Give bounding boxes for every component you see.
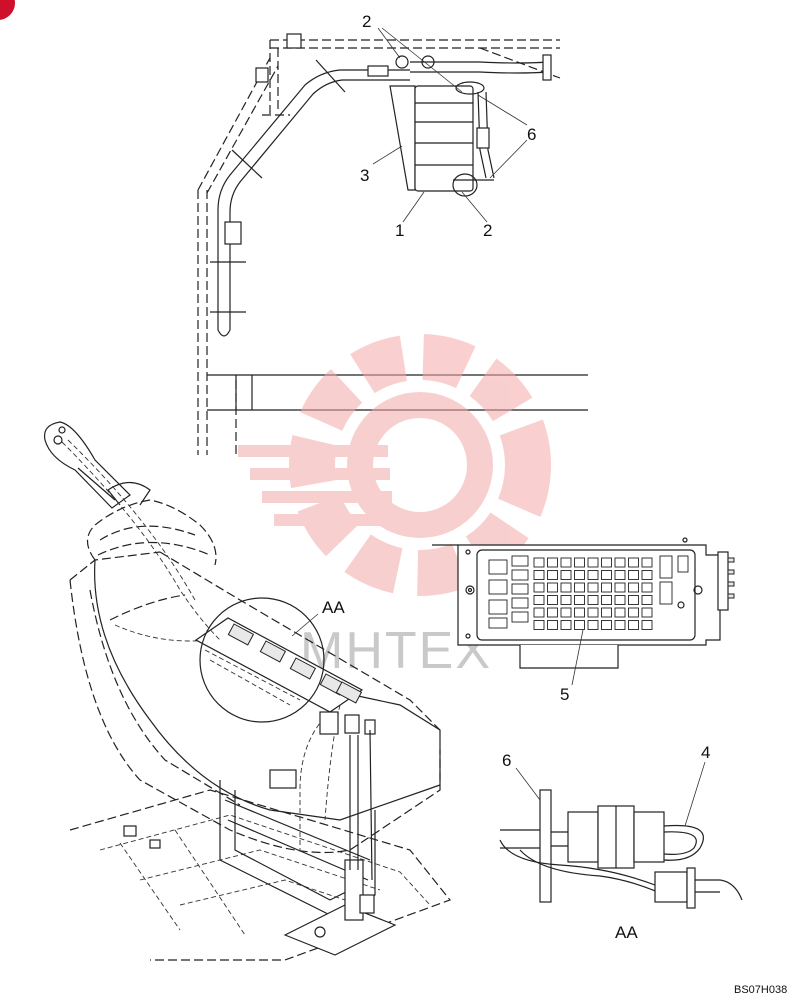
- mini-fuse: [560, 620, 572, 630]
- mini-fuse: [547, 595, 558, 605]
- mini-fuse: [533, 557, 545, 568]
- mini-fuse: [574, 582, 585, 593]
- mini-fuse: [574, 557, 585, 568]
- mini-fuse: [560, 582, 572, 593]
- mini-fuse: [628, 595, 639, 605]
- mini-fuse: [533, 582, 545, 593]
- mini-fuse: [574, 595, 585, 605]
- mini-fuse: [533, 607, 545, 618]
- mini-fuse: [641, 607, 653, 618]
- mini-fuse: [560, 607, 572, 618]
- callout-2-bottom: 2: [483, 221, 492, 240]
- mini-fuse: [628, 582, 639, 593]
- mini-fuse: [560, 557, 572, 568]
- connector-detail: [499, 789, 743, 909]
- callout-5: 5: [560, 685, 569, 704]
- callout-4: 4: [701, 743, 710, 762]
- mini-fuse: [547, 620, 558, 630]
- figure-code: BS07H038: [734, 984, 787, 996]
- relay-board-detail: [432, 537, 735, 669]
- aa-leader: [291, 613, 319, 637]
- mini-fuse: [587, 607, 599, 618]
- mini-fuse: [587, 595, 599, 605]
- mini-fuse: [628, 557, 639, 568]
- callout-2-top: 2: [362, 12, 371, 31]
- mini-fuse: [641, 620, 653, 630]
- console-view: [43, 421, 451, 961]
- mini-fuse: [533, 570, 545, 580]
- mini-fuse: [574, 607, 585, 618]
- mini-fuse: [601, 582, 612, 593]
- mini-fuse: [601, 595, 612, 605]
- mini-fuse: [574, 570, 585, 580]
- mini-fuse: [641, 570, 653, 580]
- callout-aa-detail: AA: [615, 923, 638, 942]
- mini-fuse: [587, 582, 599, 593]
- mini-fuse: [587, 570, 599, 580]
- mini-fuse: [601, 557, 612, 568]
- mini-fuse: [587, 557, 599, 568]
- mini-fuse: [560, 595, 572, 605]
- top-leaders: [372, 27, 528, 223]
- mini-fuse: [614, 557, 626, 568]
- mini-fuse: [614, 595, 626, 605]
- mini-fuse: [601, 607, 612, 618]
- top-frame-view: [197, 33, 588, 455]
- mini-fuse: [547, 570, 558, 580]
- watermark-logo: [238, 334, 551, 596]
- c5-leader: [571, 629, 584, 686]
- mini-fuse: [614, 607, 626, 618]
- mini-fuse: [533, 620, 545, 630]
- mini-fuse: [641, 557, 653, 568]
- mini-fuse: [574, 620, 585, 630]
- mini-fuse: [560, 570, 572, 580]
- mini-fuse: [601, 620, 612, 630]
- callout-1: 1: [395, 221, 404, 240]
- mini-fuse: [641, 582, 653, 593]
- mini-fuse: [628, 607, 639, 618]
- corner-badge: [0, 0, 15, 20]
- mini-fuse: [547, 607, 558, 618]
- detail-leaders: [515, 761, 706, 827]
- mini-fuse: [641, 595, 653, 605]
- mini-fuse: [533, 595, 545, 605]
- callout-6: 6: [527, 125, 536, 144]
- mini-fuse: [547, 582, 558, 593]
- mini-fuse: [587, 620, 599, 630]
- callout-3: 3: [360, 166, 369, 185]
- mini-fuse: [614, 570, 626, 580]
- mini-fuse: [547, 557, 558, 568]
- callout-6-detail: 6: [502, 751, 511, 770]
- mini-fuse: [614, 620, 626, 630]
- mini-fuse: [601, 570, 612, 580]
- callout-aa-main: AA: [322, 598, 345, 617]
- mini-fuse: [628, 570, 639, 580]
- mini-fuse: [614, 582, 626, 593]
- mini-fuse: [628, 620, 639, 630]
